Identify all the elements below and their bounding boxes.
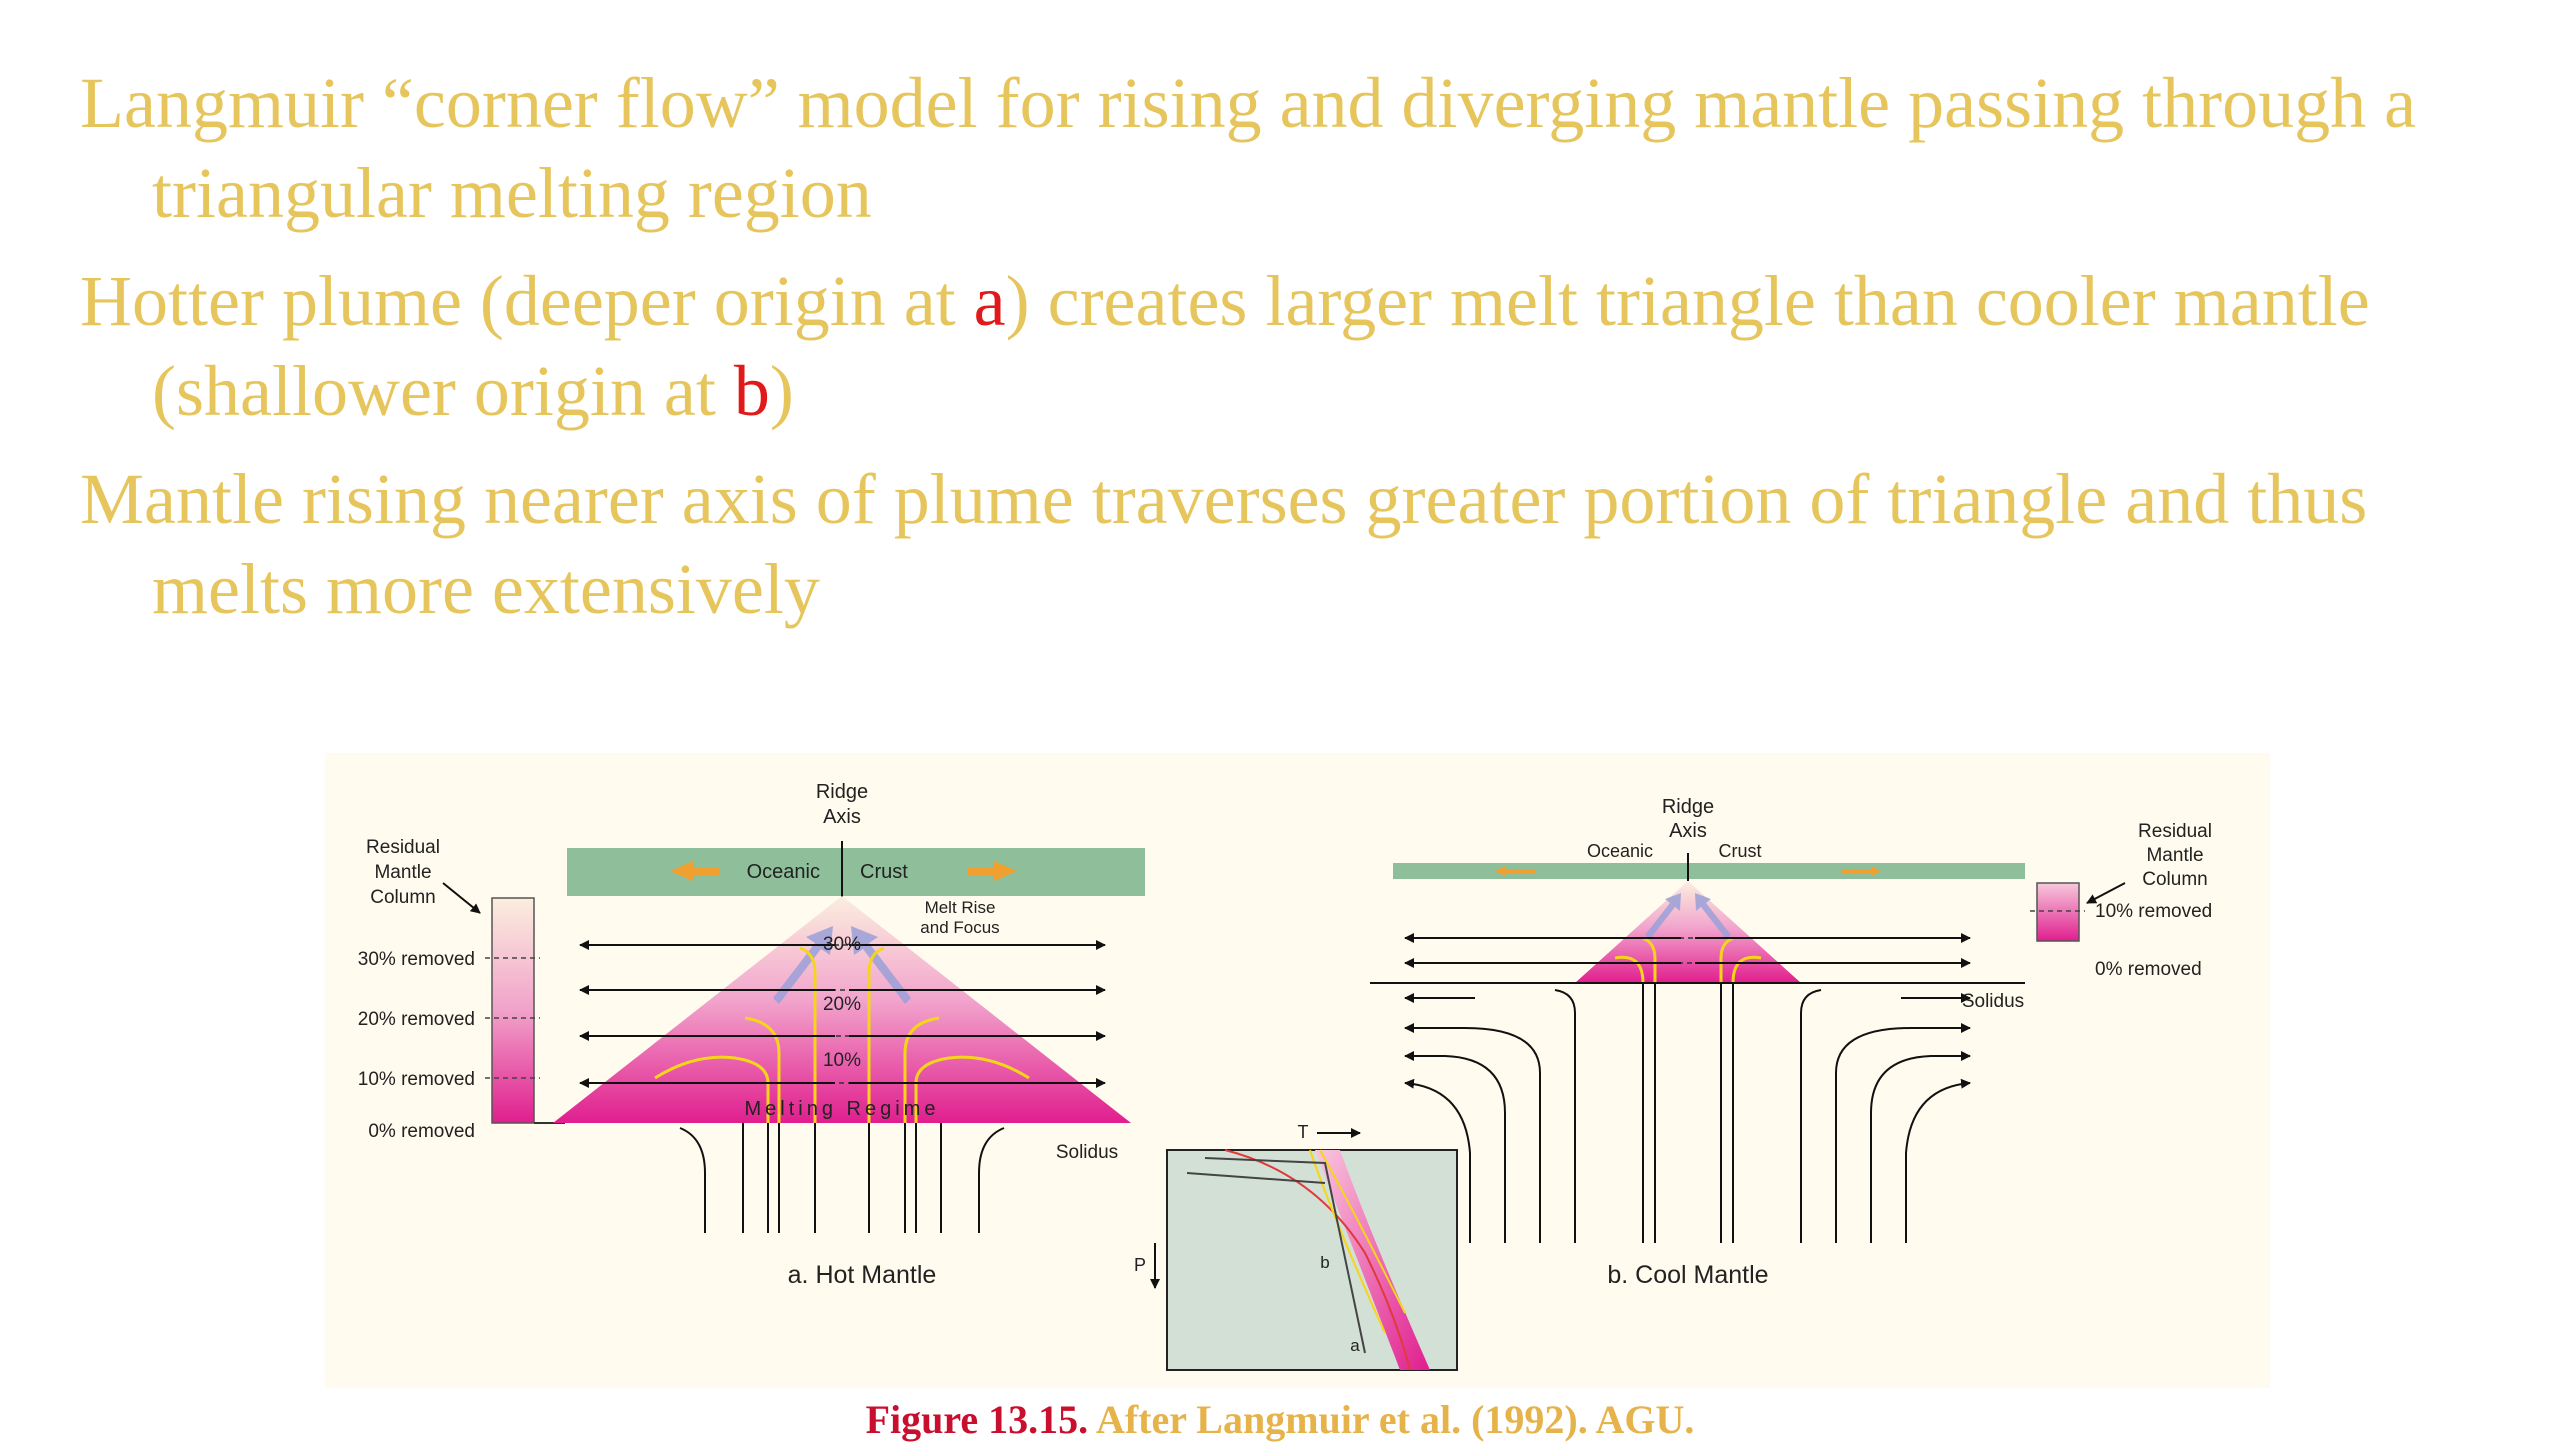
cool-horizontal-flows: [1404, 933, 1971, 1243]
highlight-a: a: [973, 261, 1006, 341]
hot-oceanic-label: Oceanic: [747, 861, 820, 883]
cool-spreading-arrow-left: [1495, 866, 1535, 876]
hot-oceanic-crust: [567, 848, 1145, 896]
bullet-hotter-plume-mid: ) creates larger melt triangle than cool…: [152, 261, 2370, 431]
hot-residual-column: [491, 897, 535, 1124]
cool-ridge-label-2: Axis: [1669, 820, 1707, 842]
hot-solidus-label: Solidus: [1056, 1142, 1118, 1163]
cool-crust-label: Crust: [1718, 841, 1761, 861]
hot-spreading-arrow-right: [967, 861, 1017, 881]
cool-residual-column: [2036, 882, 2080, 942]
cool-mantle-panel: Ridge Axis Oceanic Crust Solidus: [1370, 796, 2212, 1289]
cool-solidus-label: Solidus: [1962, 991, 2024, 1012]
slide-text-block: Langmuir “corner flow” model for rising …: [80, 58, 2500, 652]
hot-pct-10: 10%: [823, 1050, 861, 1071]
hot-melting-regime: Melting Regime: [745, 1098, 940, 1120]
pt-t-label: T: [1298, 1122, 1309, 1142]
bullet-mantle-rising: Mantle rising nearer axis of plume trave…: [80, 459, 2368, 629]
cool-residual-label-3: Column: [2142, 869, 2207, 890]
cool-flow-lines-yellow: [1614, 936, 1762, 984]
highlight-b: b: [733, 351, 770, 431]
bullet-hotter-plume-pre: Hotter plume (deeper origin at: [80, 261, 974, 341]
hot-ridge-label-2: Axis: [823, 806, 861, 828]
hot-residual-label-1: Residual: [366, 837, 440, 858]
hot-horizontal-flows: [579, 940, 1106, 1088]
hot-spreading-arrow-left: [670, 861, 720, 881]
cool-residual-label-2: Mantle: [2146, 845, 2203, 866]
cool-melt-rise-left: [1645, 893, 1681, 939]
bullet-hotter-plume-post: ): [769, 351, 794, 431]
cool-mantle-title: b. Cool Mantle: [1607, 1261, 1768, 1289]
hot-removed-20: 20% removed: [358, 1009, 475, 1030]
hot-melt-rise-1: Melt Rise: [925, 898, 996, 917]
hot-removed-0: 0% removed: [368, 1121, 475, 1142]
pt-curves: [1186, 1149, 1411, 1371]
cool-melting-triangle: [1575, 881, 1801, 983]
hot-pct-20: 20%: [823, 994, 861, 1015]
figure-caption: Figure 13.15. After Langmuir et al. (199…: [0, 1395, 2560, 1445]
hot-flow-lines-yellow: [654, 946, 1030, 1123]
hot-ridge-label-1: Ridge: [816, 781, 868, 803]
cool-spreading-arrow-right: [1841, 866, 1881, 876]
bullet-corner-flow: Langmuir “corner flow” model for rising …: [80, 63, 2417, 233]
cool-oceanic-crust: [1393, 863, 2025, 879]
pt-melt-zone: [1315, 1150, 1430, 1370]
cool-melt-rise-right: [1695, 893, 1731, 939]
corner-flow-diagram: Residual Mantle Column 30% removed 20% r…: [358, 781, 2212, 1371]
caption-text: After Langmuir et al. (1992). AGU.: [1095, 1397, 1695, 1442]
hot-upwelling-lines: [679, 1123, 1005, 1233]
pt-a-label: a: [1350, 1336, 1360, 1355]
bullet-hotter-plume: Hotter plume (deeper origin at a) create…: [80, 256, 2500, 436]
hot-crust-label: Crust: [860, 861, 908, 883]
hot-removed-30: 30% removed: [358, 949, 475, 970]
hot-residual-label-3: Column: [370, 887, 435, 908]
hot-removed-10: 10% removed: [358, 1069, 475, 1090]
hot-pct-30: 30%: [823, 934, 861, 955]
pt-p-label: P: [1134, 1255, 1146, 1275]
pt-b-label: b: [1320, 1253, 1329, 1272]
hot-mantle-panel: Residual Mantle Column 30% removed 20% r…: [358, 781, 1145, 1289]
cool-oceanic-label: Oceanic: [1587, 841, 1653, 861]
hot-column-ticks: [485, 957, 540, 1079]
cool-removed-0: 0% removed: [2095, 959, 2202, 980]
figure-panel: Residual Mantle Column 30% removed 20% r…: [325, 753, 2270, 1388]
hot-mantle-title: a. Hot Mantle: [788, 1261, 937, 1289]
cool-residual-label-1: Residual: [2138, 821, 2212, 842]
hot-melt-rise-2: and Focus: [920, 918, 999, 937]
cool-ridge-label-1: Ridge: [1662, 796, 1714, 818]
cool-removed-10: 10% removed: [2095, 901, 2212, 922]
caption-number: Figure 13.15.: [865, 1397, 1089, 1442]
pt-inset: T P b a: [1134, 1122, 1458, 1371]
hot-melting-triangle: [553, 896, 1131, 1123]
hot-residual-label-2: Mantle: [374, 862, 431, 883]
